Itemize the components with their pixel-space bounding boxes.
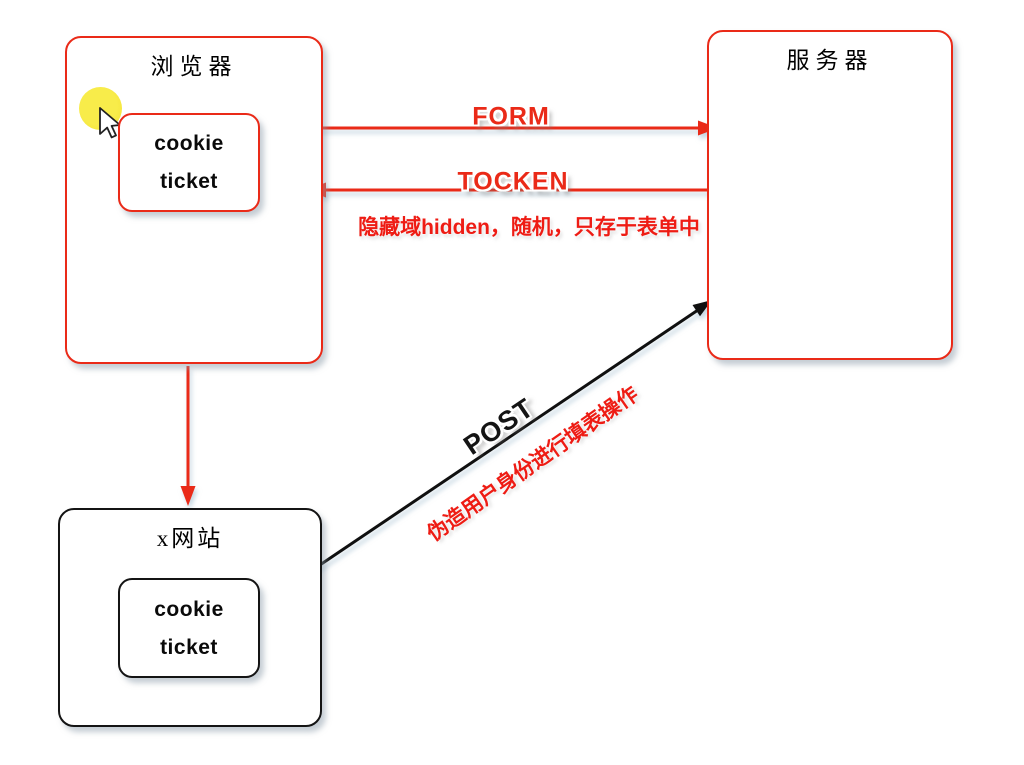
form-arrow-label: FORM (472, 102, 550, 131)
browser-to-xsite-arrow (180, 366, 196, 506)
tocken-arrow-label: TOCKEN (457, 167, 569, 196)
server-box-title: 服务器 (786, 48, 874, 73)
hidden-field-note: 隐藏域hidden，随机，只存于表单中 (358, 216, 700, 239)
xsite-box-title: x网站 (156, 526, 224, 551)
browser-box-title: 浏览器 (150, 54, 238, 79)
browser-cookie-label: cookie (154, 132, 224, 155)
server-box: 服务器 (707, 30, 953, 360)
browser-ticket-label: ticket (160, 170, 218, 193)
xsite-cookie-label: cookie (154, 597, 224, 621)
xsite-ticket-label: ticket (160, 635, 218, 659)
forge-identity-note: 伪造用户身份进行填表操作 (423, 382, 643, 546)
browser-cookie-ticket-box: cookie ticket (118, 113, 260, 212)
xsite-box: x网站 (58, 508, 322, 727)
xsite-cookie-ticket-box: cookie ticket (118, 578, 260, 678)
